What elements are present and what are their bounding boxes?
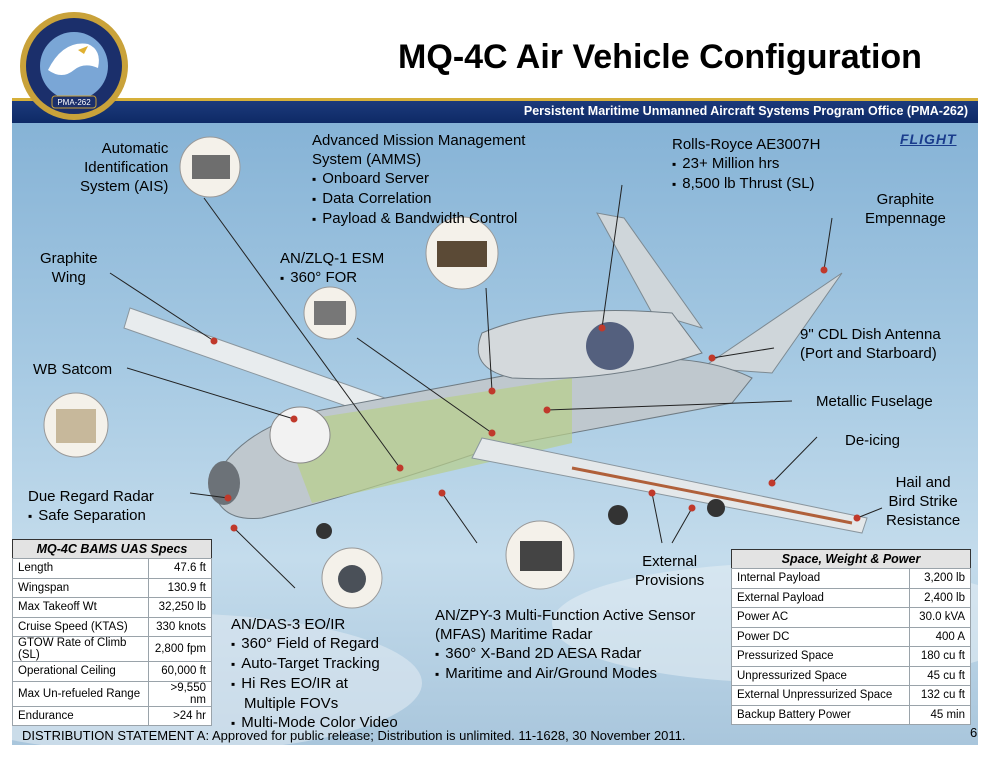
spec-label: Max Un-refueled Range xyxy=(12,680,149,707)
eoir-label: AN/DAS-3 EO/IR 360° Field of Regard Auto… xyxy=(231,615,398,733)
spec-label: Unpressurized Space xyxy=(730,665,911,686)
spec-label: Internal Payload xyxy=(730,568,911,589)
spec-value: 45 min xyxy=(909,704,971,725)
table-row: Cruise Speed (KTAS)330 knots xyxy=(12,616,213,637)
swap-title: Space, Weight & Power xyxy=(731,549,971,568)
spec-value: 180 cu ft xyxy=(909,646,971,667)
front-wing xyxy=(471,437,868,534)
spec-label: Backup Battery Power xyxy=(730,704,911,725)
svg-text:PMA-262: PMA-262 xyxy=(57,98,91,107)
specs-title: MQ-4C BAMS UAS Specs xyxy=(12,539,212,558)
hail-label: Hail and Bird Strike Resistance xyxy=(886,474,961,529)
leader-lines xyxy=(109,184,883,589)
spec-value: 2,800 fpm xyxy=(147,636,213,662)
spec-label: External Unpressurized Space xyxy=(730,685,911,706)
spec-label: Pressurized Space xyxy=(730,646,911,667)
fuselage-label: Metallic Fuselage xyxy=(816,393,933,410)
table-row: Endurance>24 hr xyxy=(12,705,213,726)
table-row: GTOW Rate of Climb (SL)2,800 fpm xyxy=(12,636,213,662)
empennage-label: Graphite Empennage xyxy=(865,191,946,227)
spec-value: 60,000 ft xyxy=(147,661,213,682)
wb-satcom-dome xyxy=(269,406,331,464)
spec-label: Length xyxy=(12,558,149,579)
distribution-statement: DISTRIBUTION STATEMENT A: Approved for p… xyxy=(22,728,686,743)
spec-value: 30.0 kVA xyxy=(909,607,971,628)
engine-label: Rolls-Royce AE3007H 23+ Million hrs 8,50… xyxy=(672,135,820,194)
spec-value: 130.9 ft xyxy=(147,577,213,598)
spec-value: >9,550 nm xyxy=(147,680,213,707)
spec-label: Wingspan xyxy=(12,577,149,598)
spec-label: GTOW Rate of Climb (SL) xyxy=(12,636,149,662)
spec-value: 32,250 lb xyxy=(147,597,213,618)
amms-label: Advanced Mission Management System (AMMS… xyxy=(312,131,525,229)
flight-logo: FLIGHT xyxy=(900,131,957,147)
ais-label: Automatic Identification System (AIS) xyxy=(80,140,169,195)
deicing-label: De-icing xyxy=(845,432,901,449)
spec-value: 400 A xyxy=(909,626,971,647)
program-band: Persistent Maritime Unmanned Aircraft Sy… xyxy=(12,98,978,123)
spec-label: Cruise Speed (KTAS) xyxy=(12,616,149,637)
spec-label: Power AC xyxy=(730,607,911,628)
spec-label: Power DC xyxy=(730,626,911,647)
spec-value: 45 cu ft xyxy=(909,665,971,686)
page-number: 6 xyxy=(970,725,978,740)
external-provisions-label: External Provisions xyxy=(635,553,705,589)
cdl-label: 9" CDL Dish Antenna (Port and Starboard) xyxy=(800,326,941,362)
header xyxy=(0,0,1000,98)
spec-label: Operational Ceiling xyxy=(12,661,149,682)
spec-value: 132 cu ft xyxy=(909,685,971,706)
satcom-label: WB Satcom xyxy=(33,361,113,378)
program-seal: PMA-262 xyxy=(20,12,128,120)
esm-label: AN/ZLQ-1 ESM 360° FOR xyxy=(280,249,384,288)
mfas-label: AN/ZPY-3 Multi-Function Active Sensor (M… xyxy=(435,606,695,684)
wing-label: Graphite Wing xyxy=(40,250,98,286)
spec-value: 2,400 lb xyxy=(909,587,971,608)
spec-value: 3,200 lb xyxy=(909,568,971,589)
spec-label: Max Takeoff Wt xyxy=(12,597,149,618)
graphite-empennage xyxy=(596,212,704,329)
spec-value: >24 hr xyxy=(147,705,213,726)
page-title: MQ-4C Air Vehicle Configuration xyxy=(398,38,922,76)
spec-value: 330 knots xyxy=(147,616,213,637)
spec-value: 47.6 ft xyxy=(147,558,213,579)
spec-label: External Payload xyxy=(730,587,911,608)
spec-label: Endurance xyxy=(12,705,149,726)
table-row: Max Un-refueled Range>9,550 nm xyxy=(12,680,213,707)
due-regard-radar-label: Due Regard Radar Safe Separation xyxy=(28,487,154,526)
callout-dots xyxy=(210,266,861,532)
band-text: Persistent Maritime Unmanned Aircraft Sy… xyxy=(523,104,968,118)
